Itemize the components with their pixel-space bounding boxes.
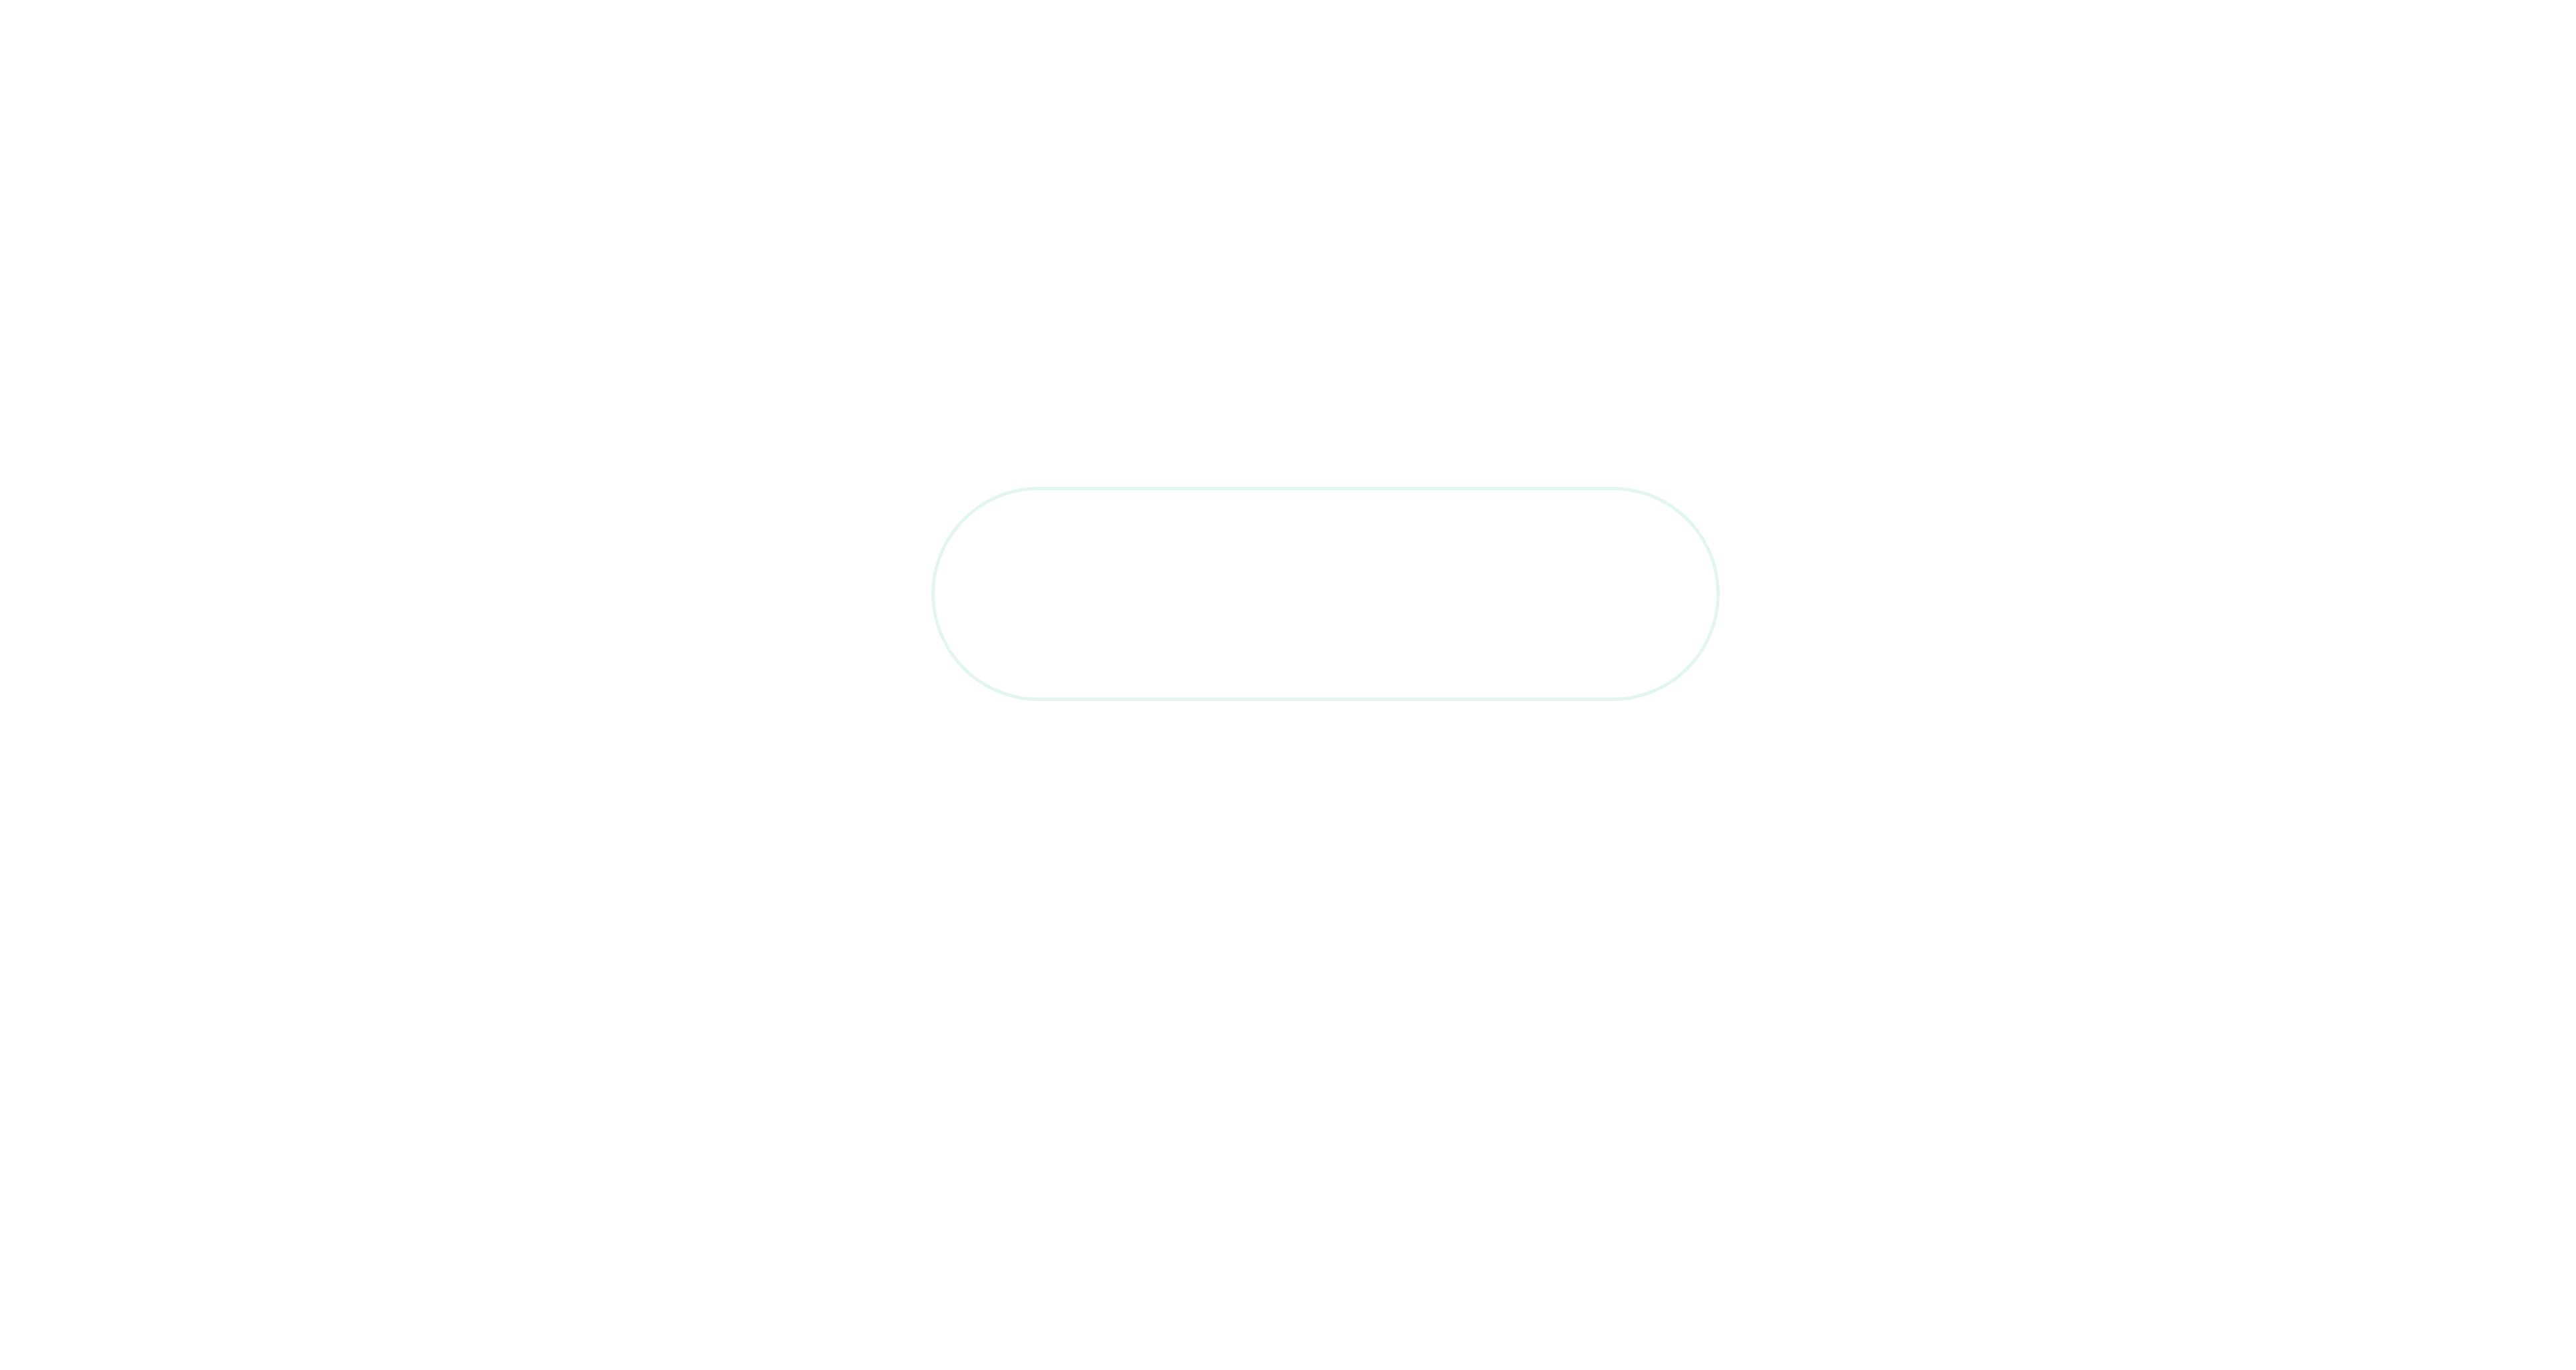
pill-button-outline[interactable] [931, 487, 1720, 701]
